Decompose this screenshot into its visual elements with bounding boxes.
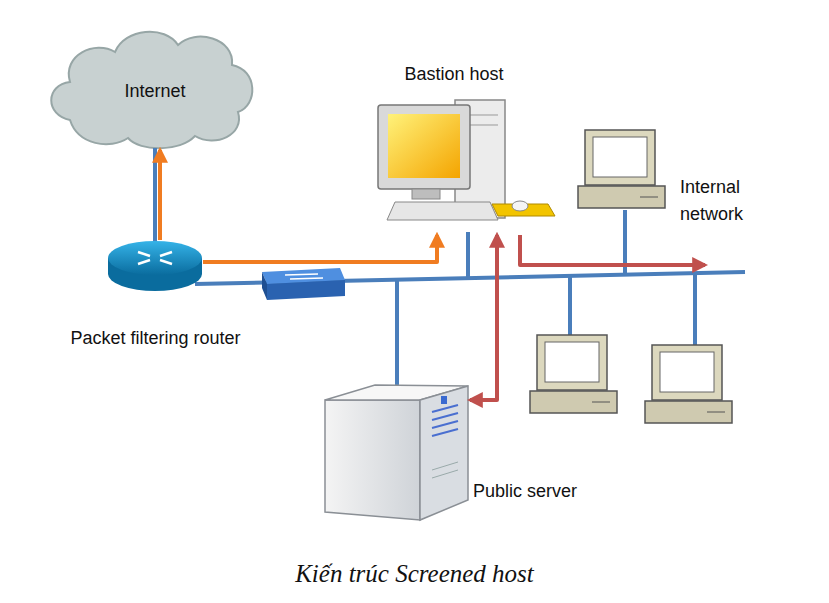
workstation (578, 130, 665, 208)
traffic-arrow (470, 235, 497, 400)
public-server: Public server (325, 385, 470, 520)
internal-network: Internal network (575, 130, 705, 270)
internet-cloud (51, 32, 252, 148)
traffic-arrow (158, 150, 162, 240)
traffic-arrow (520, 235, 705, 265)
packet-filtering-router: Packet filtering router (108, 240, 203, 290)
workstation (530, 335, 617, 413)
internet-cloud: Internet (55, 25, 255, 150)
bastion-computer (378, 100, 555, 220)
bastion-host: Bastion host (378, 95, 530, 235)
router-icon (108, 241, 202, 291)
node-label: Bastion host (404, 63, 503, 85)
node-label: Public server (473, 480, 577, 502)
figure-caption: Kiến trúc Screened host (0, 560, 829, 588)
node-label: Packet filtering router (70, 327, 240, 349)
node-label: Internal network (680, 174, 780, 228)
switch-icon (262, 268, 345, 300)
node-label: Internet (124, 80, 185, 102)
server-tower (325, 385, 468, 520)
traffic-arrow (203, 235, 437, 262)
workstation (645, 345, 732, 423)
